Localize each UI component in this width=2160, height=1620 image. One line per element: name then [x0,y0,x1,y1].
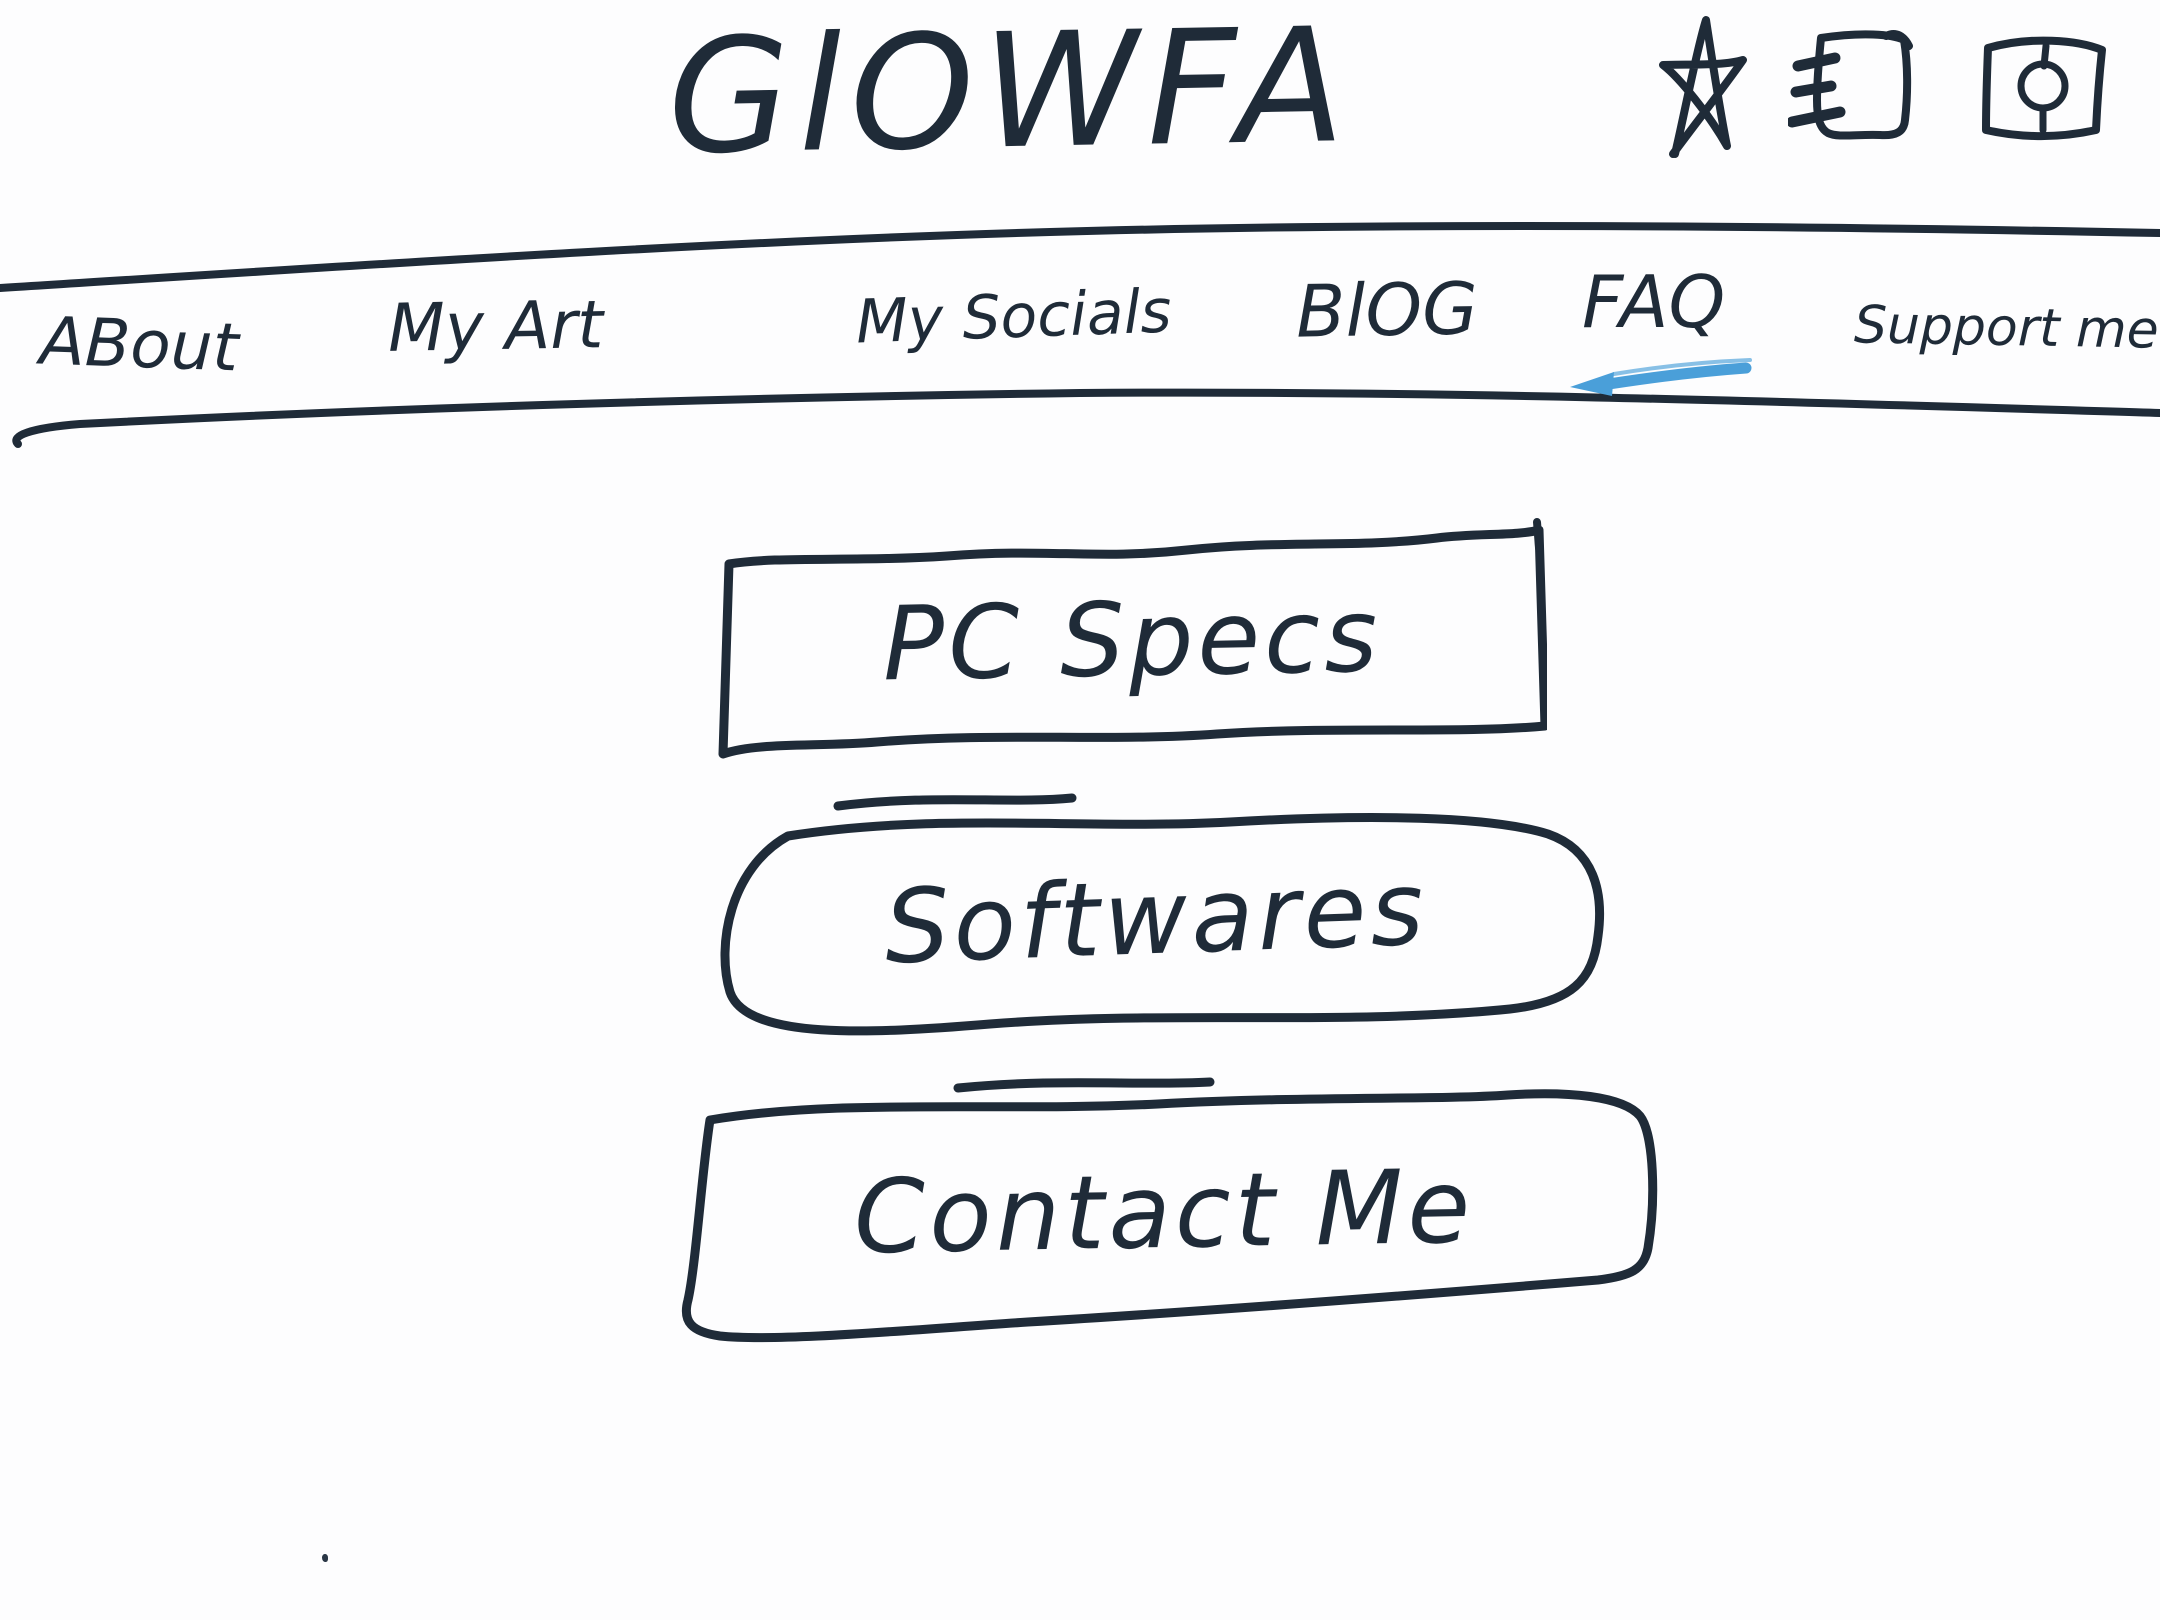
button-label: Softwares [882,849,1430,987]
notebook-icon[interactable] [1788,24,1920,156]
nav-item-about[interactable]: ABout [38,302,240,387]
nav-item-support-me[interactable]: Support me [1853,295,2160,361]
nav-bar-outline [0,221,2160,448]
softwares-button[interactable]: Softwares [700,790,1612,1046]
portrait-icon[interactable] [1976,26,2116,156]
nav-item-blog[interactable]: BlOG [1295,266,1479,354]
nav-item-my-socials[interactable]: My Socials [854,276,1173,358]
button-label: PC Specs [881,576,1383,704]
star-icon[interactable] [1652,12,1752,164]
contact-me-button[interactable]: Contact Me [658,1074,1670,1350]
pc-specs-button[interactable]: PC Specs [717,518,1547,762]
button-label: Contact Me [852,1147,1476,1277]
site-title: GlOWFA [666,0,1354,190]
faq-active-underline-arrow [1570,358,1752,396]
nav-item-my-art[interactable]: My Art [387,286,604,367]
nav-item-faq[interactable]: FAQ [1582,260,1726,344]
stray-ink-dot [322,1554,328,1562]
